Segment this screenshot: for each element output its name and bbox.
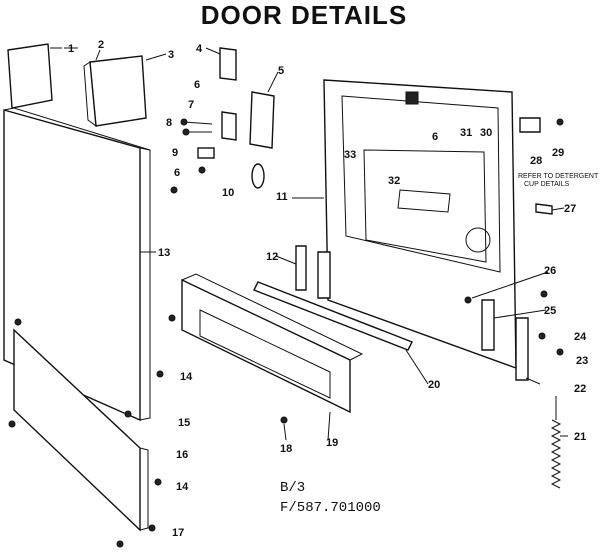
callout-2: 2 bbox=[98, 39, 104, 51]
callout-27: 27 bbox=[564, 203, 576, 215]
callout-7: 7 bbox=[188, 99, 194, 111]
callout-6a: 6 bbox=[194, 79, 200, 91]
callout-17: 17 bbox=[172, 527, 184, 539]
part-20-bar bbox=[253, 281, 413, 351]
part-3-panel bbox=[83, 55, 147, 128]
callout-5: 5 bbox=[278, 65, 284, 77]
part-19-access-panel bbox=[181, 273, 364, 414]
part-11-inner-liner bbox=[323, 79, 517, 370]
part-16-trim-panel bbox=[13, 328, 149, 532]
callout-12: 12 bbox=[266, 251, 278, 263]
part-21-spring bbox=[550, 396, 562, 489]
callout-16: 16 bbox=[176, 449, 188, 461]
callout-9: 9 bbox=[172, 147, 178, 159]
callout-4: 4 bbox=[196, 43, 203, 55]
callout-23: 23 bbox=[576, 355, 588, 367]
leader-lines bbox=[64, 47, 568, 441]
callout-22: 22 bbox=[574, 383, 586, 395]
callout-3: 3 bbox=[168, 49, 174, 61]
callout-24: 24 bbox=[574, 331, 587, 343]
callout-1: 1 bbox=[68, 43, 74, 55]
callout-11: 11 bbox=[276, 191, 288, 203]
callout-33: 33 bbox=[344, 149, 356, 161]
callout-32: 32 bbox=[388, 175, 400, 187]
reference-code-2: F/587.701000 bbox=[280, 500, 381, 516]
callout-19: 19 bbox=[326, 437, 338, 449]
callout-14a: 14 bbox=[180, 371, 193, 383]
callout-8: 8 bbox=[166, 117, 172, 129]
part-25-hinge bbox=[481, 299, 529, 381]
part-1-label bbox=[7, 43, 62, 109]
callout-15: 15 bbox=[178, 417, 190, 429]
diagram-title: DOOR DETAILS bbox=[200, 0, 408, 30]
screws bbox=[8, 117, 564, 548]
callout-18: 18 bbox=[280, 443, 292, 455]
latch-assembly bbox=[197, 47, 275, 189]
callout-10: 10 bbox=[222, 187, 234, 199]
callout-6b: 6 bbox=[432, 131, 438, 143]
callout-25: 25 bbox=[544, 305, 556, 317]
callout-28: 28 bbox=[530, 155, 542, 167]
callout-31: 31 bbox=[460, 127, 472, 139]
part-12-hinge bbox=[295, 245, 331, 299]
callout-14b: 14 bbox=[176, 481, 189, 493]
part-13-outer-panel bbox=[3, 107, 151, 422]
callout-6c: 6 bbox=[174, 167, 180, 179]
callout-numbers: 1 2 3 4 5 6 6 6 7 8 9 10 11 12 13 14 14 … bbox=[68, 39, 588, 539]
callout-26: 26 bbox=[544, 265, 556, 277]
callout-29: 29 bbox=[552, 147, 564, 159]
callout-30: 30 bbox=[480, 127, 492, 139]
callout-13: 13 bbox=[158, 247, 170, 259]
callout-21: 21 bbox=[574, 431, 586, 443]
reference-code-1: B/3 bbox=[280, 480, 306, 496]
callout-20: 20 bbox=[428, 379, 440, 391]
